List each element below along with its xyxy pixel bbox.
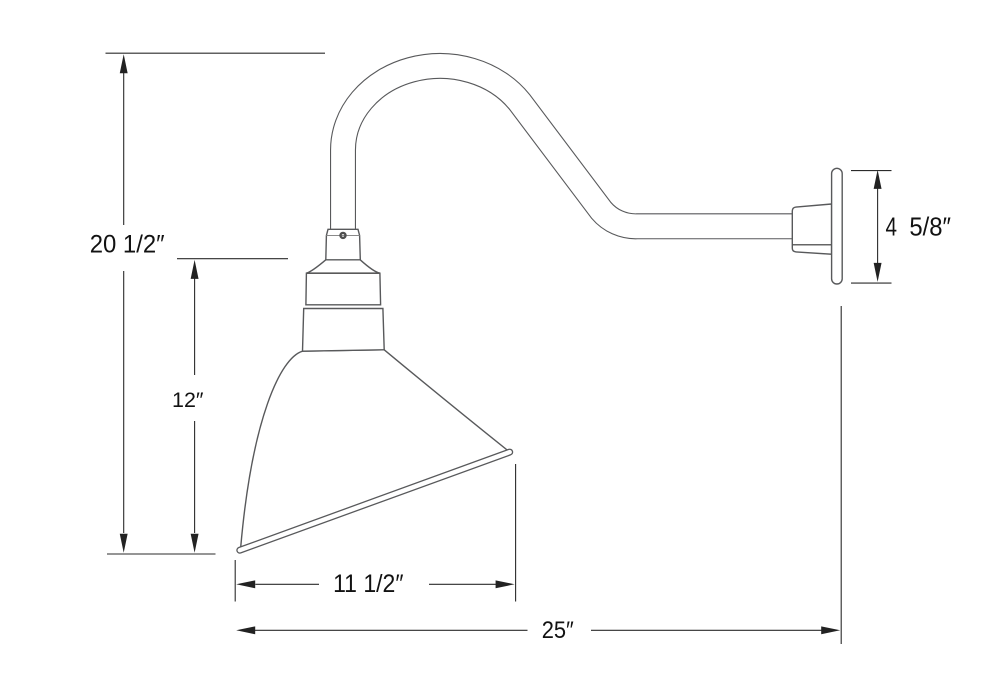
svg-text:4: 4: [886, 212, 898, 242]
svg-text:11 1/2″: 11 1/2″: [333, 571, 404, 598]
svg-text:12″: 12″: [172, 387, 204, 412]
svg-text:5/8″: 5/8″: [909, 212, 951, 242]
svg-text:20 1/2″: 20 1/2″: [90, 231, 165, 259]
svg-text:25″: 25″: [542, 617, 574, 644]
